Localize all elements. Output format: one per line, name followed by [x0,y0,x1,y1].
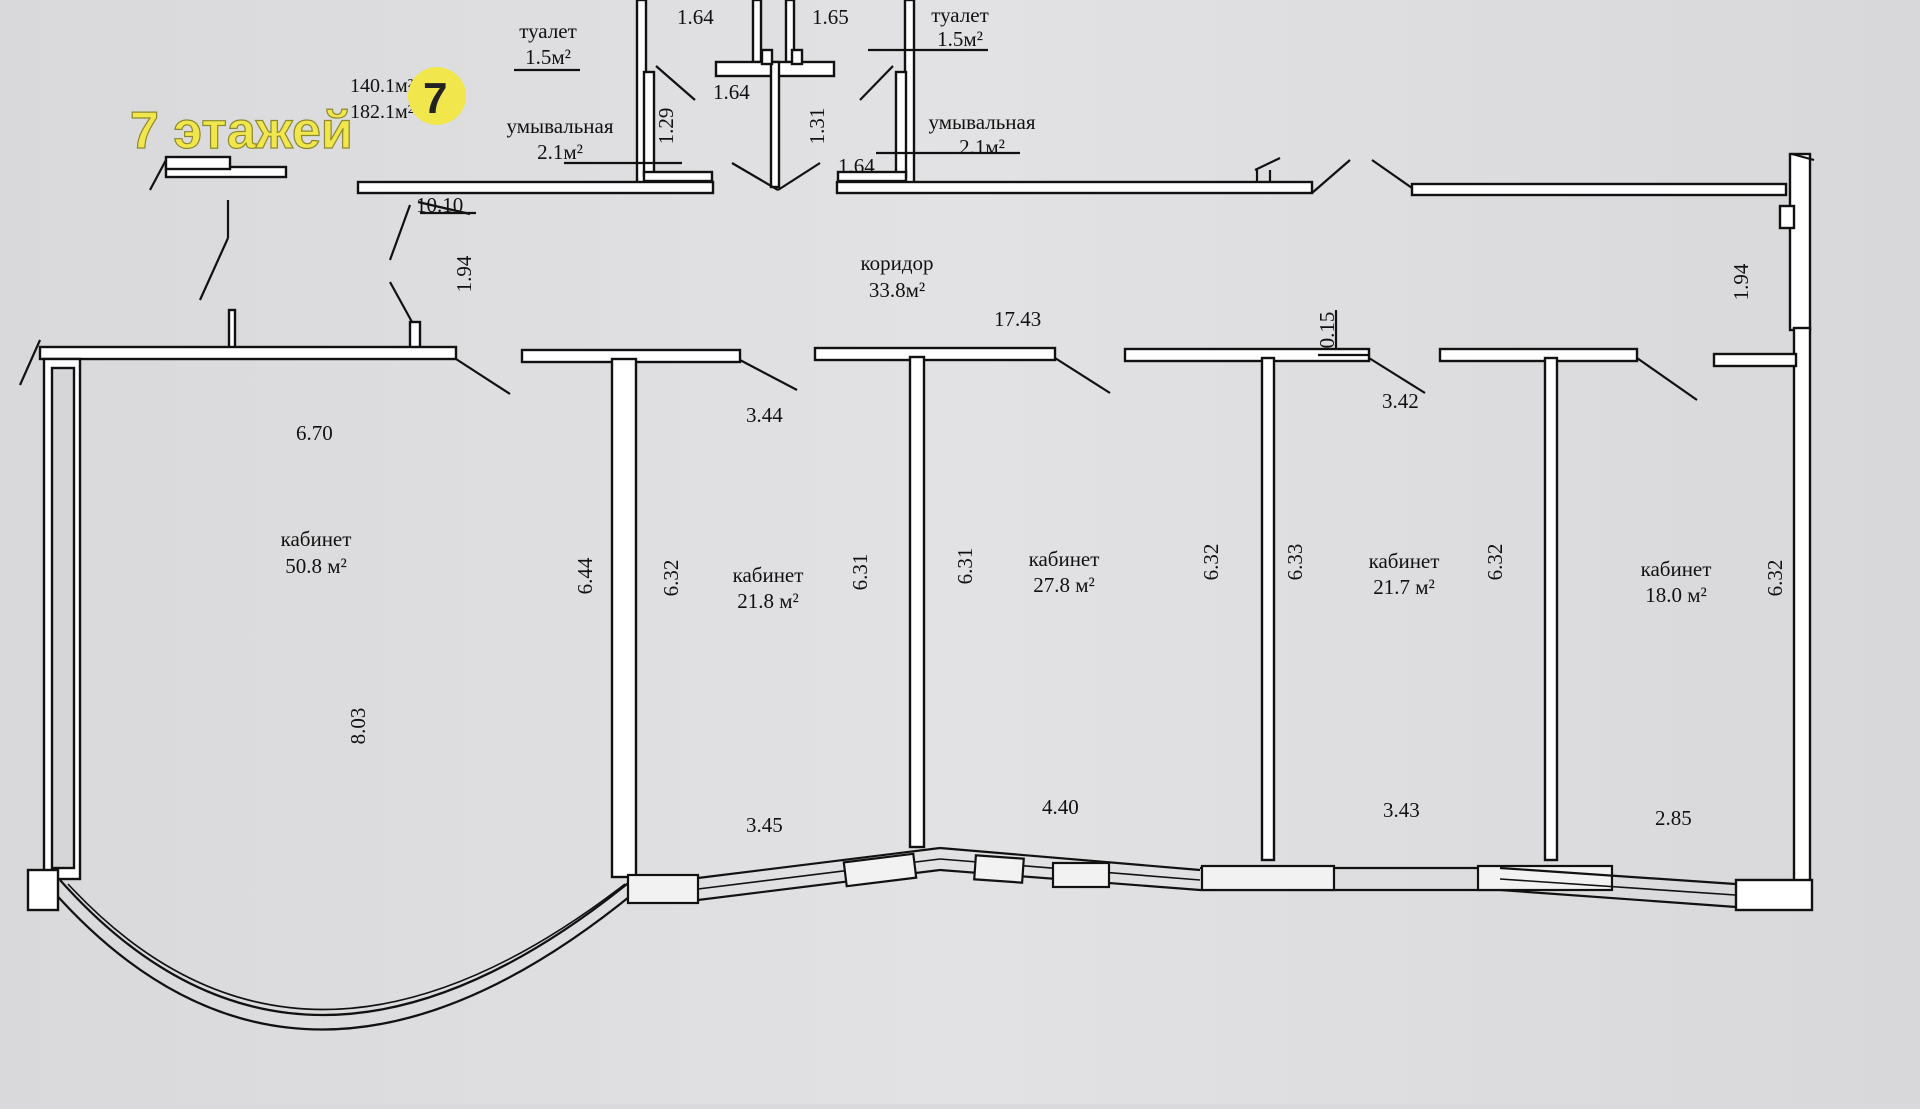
dim-office-1-right: 6.44 [573,557,597,594]
dim-office-2-left: 6.32 [659,560,683,597]
total-area-line-1: 140.1м² [350,75,414,97]
dim-toilet-left-width: 1.64 [677,5,714,29]
dim-office-3-bottom: 4.40 [1042,795,1079,819]
dim-office-5-right: 6.32 [1763,560,1787,597]
dimension-labels: 1.64 1.65 1.64 1.64 10.10 17.43 6.70 3.4… [296,5,1692,837]
dim-office-4-bottom: 3.43 [1383,798,1420,822]
dim-office-3-right: 6.32 [1199,544,1223,581]
vertical-dimension-labels: 1.29 1.31 1.94 0.15 1.94 6.44 8.03 6.32 … [346,108,1787,745]
promo-badge-text: 7 этажей [130,102,353,160]
dim-corridor-depth-right: 1.94 [1729,263,1753,300]
washroom-right-area: 2.1м² [959,135,1005,159]
dim-office-2-right: 6.31 [848,554,872,591]
office-5-area: 18.0 м² [1645,583,1707,607]
office-3-name: кабинет [1029,547,1100,571]
exterior-wall-right [1778,152,1815,900]
room-labels: туалет 1.5м² туалет 1.5м² умывальная 2.1… [281,3,1712,613]
dim-office-3-left: 6.31 [953,548,977,585]
sanitary-door-swings [655,65,894,191]
office-5-name: кабинет [1641,557,1712,581]
toilet-right-name: туалет [931,3,989,27]
office-4-name: кабинет [1369,549,1440,573]
washroom-right-name: умывальная [928,110,1035,134]
washroom-left-area: 2.1м² [537,140,583,164]
office-front-walls [18,339,1798,401]
logo-icon [408,67,466,125]
dim-office-4-top: 3.42 [1382,389,1419,413]
office-3-area: 27.8 м² [1033,573,1095,597]
dim-corridor-depth-left: 1.94 [452,255,476,292]
corridor-name: коридор [860,251,933,275]
dim-washroom-right-width: 1.64 [838,154,875,178]
dim-toilet-gap: 1.64 [713,80,750,104]
dim-office-1-depth: 8.03 [346,708,370,745]
dim-office-2-top: 3.44 [746,403,783,427]
office-1-name: кабинет [281,527,352,551]
dim-office-4-left: 6.33 [1283,544,1307,581]
dim-office-2-bottom: 3.45 [746,813,783,837]
logo-digit: 7 [423,74,447,123]
dim-office-1-top: 6.70 [296,421,333,445]
sanitary-block-walls [635,0,916,189]
dim-entry-left: 10.10 [416,193,463,217]
total-area-line-2: 182.1м² [350,101,414,123]
dim-toilet-right-depth: 1.31 [805,108,829,145]
office-partitions [42,355,1559,881]
dimension-lines [420,48,1370,357]
promo-badge: 7 этажей 7 [129,67,466,161]
dim-toilet-left-depth: 1.29 [654,108,678,145]
toilet-left-area: 1.5м² [525,45,571,69]
dim-office-4-right: 6.32 [1483,544,1507,581]
office-4-area: 21.7 м² [1373,575,1435,599]
office-1-area: 50.8 м² [285,554,347,578]
corridor-upper-wall [149,155,1788,197]
office-2-area: 21.8 м² [737,589,799,613]
dim-partition-thickness: 0.15 [1315,312,1339,349]
toilet-right-area: 1.5м² [937,27,983,51]
corridor-area: 33.8м² [869,278,925,302]
toilet-left-name: туалет [519,19,577,43]
office-2-name: кабинет [733,563,804,587]
dim-corridor-length: 17.43 [994,307,1041,331]
dim-toilet-right-width: 1.65 [812,5,849,29]
dim-office-5-bottom: 2.85 [1655,806,1692,830]
entry-area [198,200,471,352]
washroom-left-name: умывальная [506,114,613,138]
facade [26,846,1814,1031]
